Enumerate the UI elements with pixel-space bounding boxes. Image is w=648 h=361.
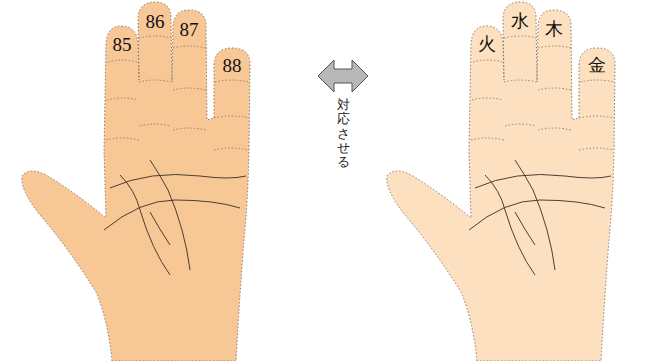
finger-number: 88 [223, 56, 242, 75]
finger-kanji: 火 [478, 35, 496, 53]
finger-number: 85 [113, 35, 132, 54]
finger-kanji: 水 [511, 12, 529, 30]
double-arrow [318, 60, 368, 92]
finger-number: 87 [180, 20, 199, 39]
right-hand [387, 2, 615, 361]
finger-kanji: 木 [545, 20, 563, 38]
left-hand [22, 2, 250, 361]
finger-number: 86 [146, 12, 165, 31]
vertical-caption: 対応させる [337, 98, 350, 169]
finger-kanji: 金 [588, 56, 606, 74]
